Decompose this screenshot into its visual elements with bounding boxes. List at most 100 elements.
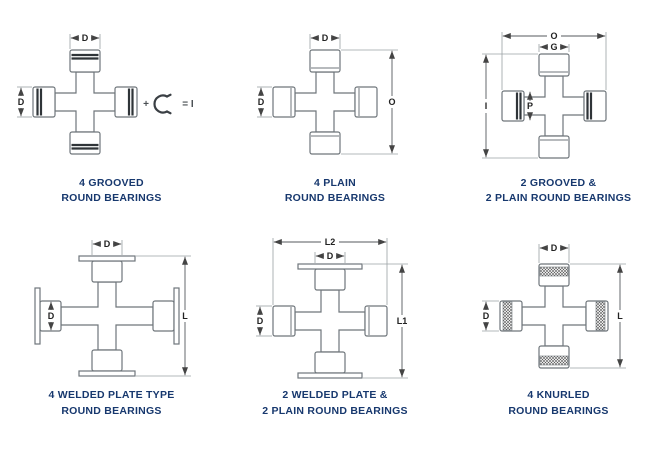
diagram-label-line1: 2 GROOVED & — [520, 177, 597, 189]
bearing-cap-right — [151, 300, 175, 333]
diagram-label-line1: 4 KNURLED — [527, 389, 590, 402]
bearing-cap-left — [500, 90, 525, 122]
dim-label-l1-right: L1 — [397, 316, 408, 326]
cross-body — [59, 281, 154, 352]
equals-i-label: = I — [182, 99, 194, 110]
diagram-label-line1: 4 WELDED PLATE TYPE — [48, 389, 175, 402]
weld-plate-top — [77, 255, 136, 263]
dim-d-left: D — [256, 306, 272, 337]
diagram-label-line2: ROUND BEARINGS — [284, 192, 386, 205]
knurl-band-top — [539, 267, 568, 277]
bearing-cap-bottom — [309, 131, 341, 155]
dim-label-d-top: D — [550, 243, 557, 253]
u-joint-4-knurled-drawing: D D L — [481, 243, 626, 370]
diagram-label: 2 GROOVED & 2 PLAIN ROUND BEARINGS — [486, 176, 632, 206]
dim-label-d-top-cap: D — [327, 251, 334, 261]
cross-body — [294, 289, 366, 354]
bearing-cap-left — [272, 305, 296, 338]
dim-d-top: D — [91, 239, 122, 256]
diagram-grid: D D + = I 4 GROOVED ROUND BEARINGS — [0, 14, 670, 418]
cross-body — [294, 71, 356, 133]
bearing-cap-right — [364, 305, 388, 338]
dim-d-top: D — [69, 33, 100, 49]
dim-l-right: L — [569, 264, 626, 369]
diagram-label-line2: 2 PLAIN ROUND BEARINGS — [262, 404, 408, 417]
u-joint-4-grooved-drawing: D D + = I — [16, 33, 194, 155]
dim-label-o-right: O — [388, 97, 395, 107]
u-joint-4-plain-drawing: D D O — [257, 33, 398, 155]
dim-label-l-right: L — [617, 311, 623, 321]
knurl-band-left — [502, 302, 512, 331]
diagram-label-line2: ROUND BEARINGS — [508, 404, 609, 417]
knurl-band-bottom — [539, 356, 568, 366]
cross-body — [53, 71, 116, 133]
diagram-label-line2: ROUND BEARINGS — [61, 192, 162, 205]
dim-label-d-left-cap: D — [47, 311, 54, 321]
dim-label-l2-top: L2 — [325, 237, 336, 247]
dim-label-d-top: D — [81, 33, 88, 43]
bearing-cap-top — [314, 268, 346, 292]
bearing-cap-top — [90, 260, 123, 284]
dim-d-top: D — [309, 33, 341, 49]
dim-l2-top: L2 — [272, 237, 388, 306]
dim-g: G — [538, 42, 569, 52]
bearing-cap-bottom — [68, 131, 101, 155]
snap-ring-icon — [152, 94, 168, 114]
dim-label-d-top: D — [103, 239, 110, 249]
bearing-caps — [272, 268, 388, 375]
bearing-caps — [500, 53, 607, 159]
cross-body — [520, 285, 587, 348]
diagram-2-welded-2-plain: L2 D D L1 2 WELDED PLATE & — [223, 226, 447, 418]
plus-sign: + — [143, 99, 149, 110]
weld-plate-bottom — [77, 370, 136, 378]
diagram-label-line2: 2 PLAIN ROUND BEARINGS — [485, 192, 632, 205]
dim-d-top-cap: D — [314, 251, 346, 264]
weld-plates — [33, 255, 180, 378]
dim-i-left: I — [481, 53, 538, 159]
weld-plate-bottom — [297, 372, 363, 380]
dim-l-right: L — [135, 256, 191, 377]
diagram-2-grooved-2-plain: O G I P 2 GROOVED & 2 PLAIN ROUND — [447, 14, 670, 206]
bearing-cap-right — [582, 90, 607, 122]
dim-l1-right: L1 — [363, 264, 408, 379]
dim-d-top: D — [538, 243, 569, 264]
dim-label-d-left: D — [258, 97, 265, 107]
dim-label-d-top: D — [322, 33, 329, 43]
knurl-bands — [502, 267, 605, 366]
diagram-4-plain: D D O 4 PLAIN ROUND BEARINGS — [223, 14, 447, 206]
dim-label-d-left: D — [482, 311, 489, 321]
dim-label-i-left: I — [484, 101, 487, 111]
dim-d-left-cap: D — [47, 302, 54, 331]
dim-d-left: D — [257, 86, 272, 118]
dim-d-left: D — [16, 86, 32, 118]
dim-p: P — [526, 91, 533, 121]
diagram-label: 2 WELDED PLATE & 2 PLAIN ROUND BEARINGS — [262, 388, 408, 418]
bearing-cap-right — [354, 86, 378, 118]
groove-rings — [515, 92, 592, 120]
diagram-label: 4 PLAIN ROUND BEARINGS — [285, 176, 385, 206]
bearing-cap-left — [272, 86, 296, 118]
dim-o-top: O — [501, 31, 606, 90]
bearing-cap-top — [537, 53, 570, 77]
diagram-label-line1: 4 PLAIN — [313, 177, 356, 189]
u-joint-2-welded-2-plain-drawing: L2 D D L1 — [256, 237, 408, 380]
diagram-label: 4 WELDED PLATE TYPE ROUND BEARINGS — [49, 388, 175, 418]
bearing-cap-bottom — [314, 351, 346, 375]
dim-label-g: G — [550, 42, 557, 52]
diagram-label: 4 GROOVED ROUND BEARINGS — [61, 176, 161, 206]
u-joint-2-grooved-2-plain-drawing: O G I P — [481, 31, 607, 159]
dim-d-left: D — [481, 301, 499, 332]
bearing-cap-bottom — [90, 349, 123, 373]
diagram-4-welded-plate: D D L 4 WELDED PLATE TYPE ROUND BEARINGS — [0, 226, 223, 418]
diagram-label-line2: ROUND BEARINGS — [61, 404, 162, 417]
knurl-band-right — [595, 302, 605, 331]
weld-plates — [297, 263, 363, 380]
weld-plate-top — [297, 263, 363, 271]
weld-plate-right — [172, 287, 180, 346]
bearing-caps — [272, 49, 378, 155]
dim-label-p: P — [526, 101, 532, 111]
dim-label-d-left: D — [257, 316, 264, 326]
dim-label-d-left: D — [17, 97, 24, 107]
weld-plate-left — [33, 287, 41, 346]
bearing-cap-right — [113, 86, 138, 118]
